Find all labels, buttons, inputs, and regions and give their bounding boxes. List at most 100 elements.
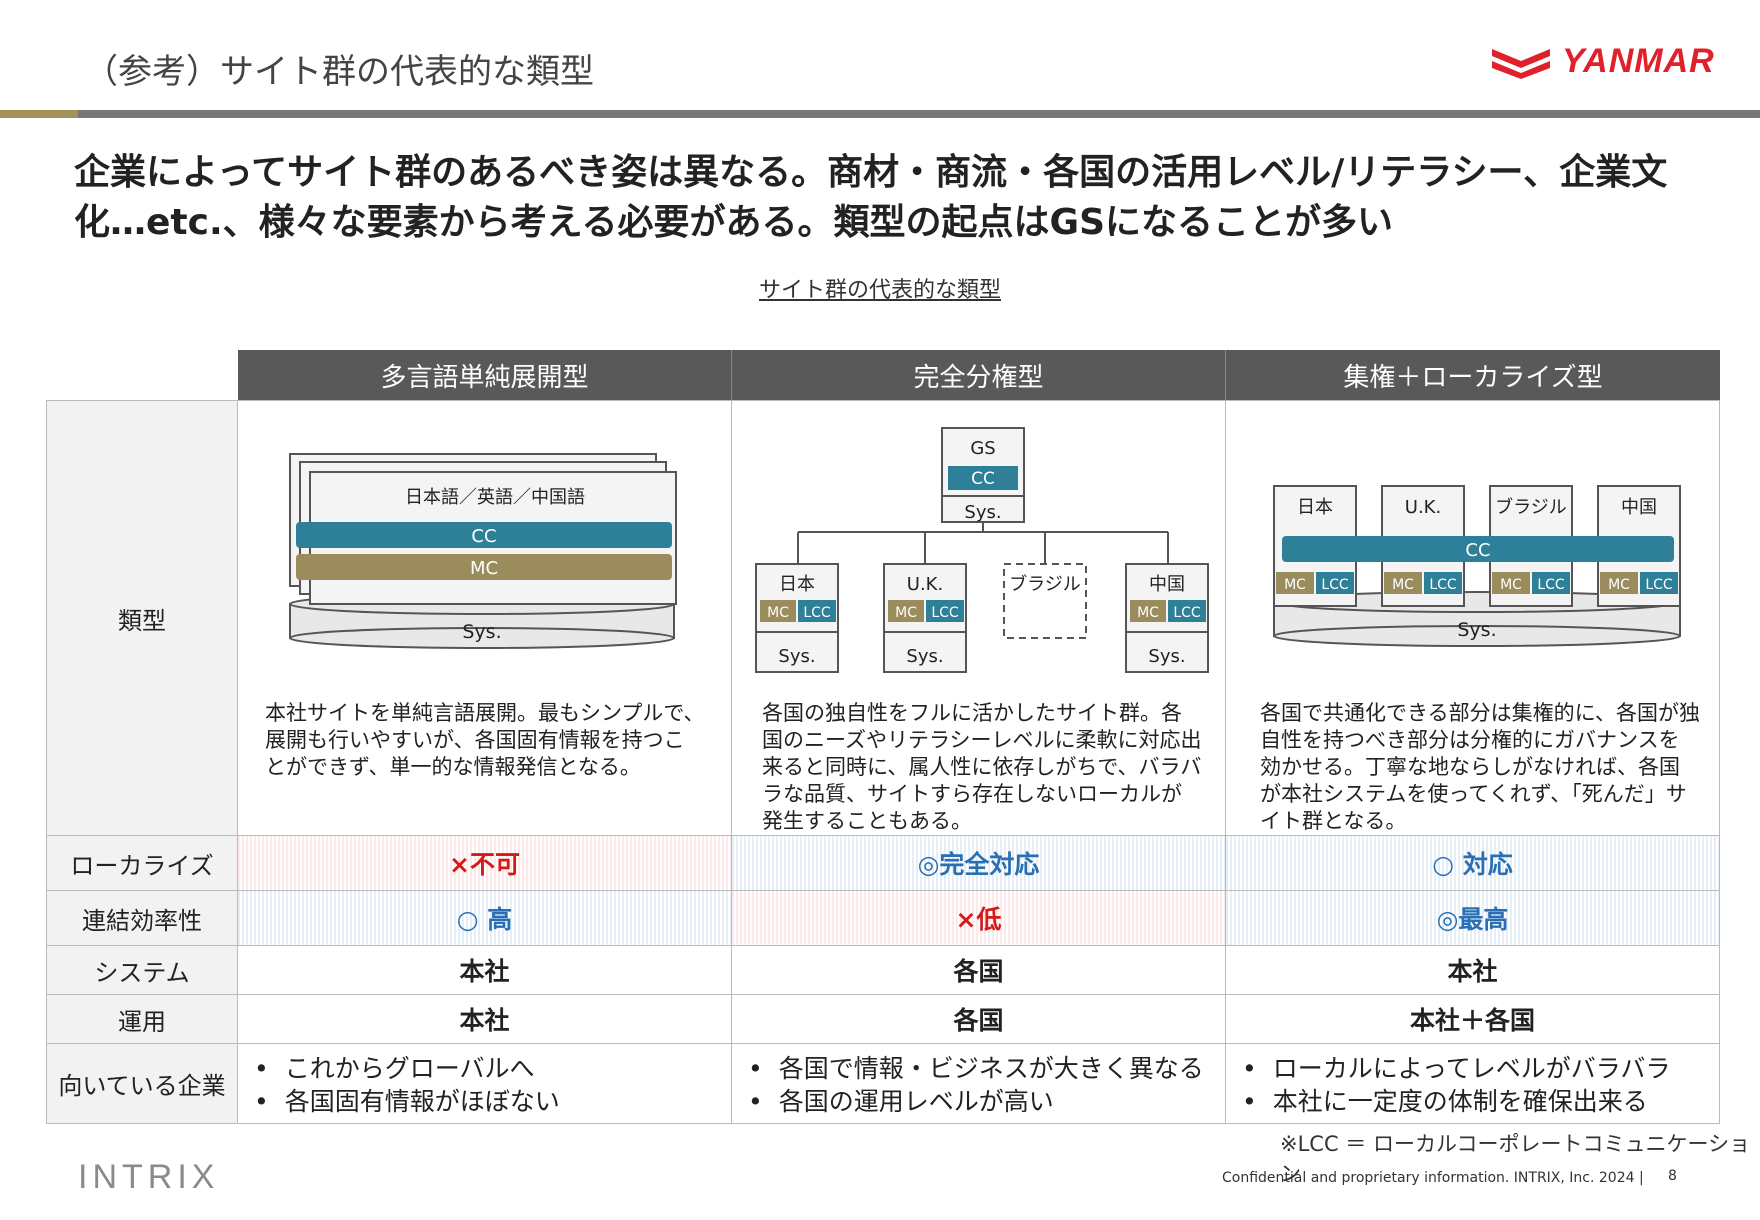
header-rule-accent bbox=[0, 110, 78, 118]
table-caption: サイト群の代表的な類型 bbox=[758, 278, 1001, 303]
efficiency-cell-3: ◎最高 bbox=[1226, 891, 1720, 946]
sys-label: Sys. bbox=[462, 621, 501, 643]
svg-text:Sys.: Sys. bbox=[1148, 646, 1185, 667]
localize-value-3: ○ 対応 bbox=[1432, 850, 1513, 879]
row-label-system: システム bbox=[46, 946, 238, 995]
description-2: 各国の独自性をフルに活かしたサイト群。各国のニーズやリテラシーレベルに柔軟に対応… bbox=[762, 701, 1202, 833]
list-item: これからグローバルへ bbox=[254, 1052, 560, 1085]
localize-cell-1: ×不可 bbox=[238, 836, 732, 891]
row-label-efficiency: 連結効率性 bbox=[46, 891, 238, 946]
svg-text:MC: MC bbox=[895, 605, 917, 621]
page-number: 8 bbox=[1668, 1168, 1677, 1184]
column-header-2: 完全分権型 bbox=[732, 350, 1226, 400]
cc-bar bbox=[296, 522, 672, 548]
list-item: ローカルによってレベルがバラバラ bbox=[1242, 1052, 1671, 1085]
confidential-notice: Confidential and proprietary information… bbox=[1222, 1170, 1644, 1186]
cc-label: CC bbox=[471, 526, 496, 547]
svg-text:中国: 中国 bbox=[1621, 497, 1657, 518]
description-3: 各国で共通化できる部分は集権的に、各国が独自性を持つべき部分は分権的にガバナンス… bbox=[1260, 701, 1700, 833]
type-cell-2 bbox=[732, 400, 1226, 836]
list-item: 各国の運用レベルが高い bbox=[748, 1085, 1204, 1118]
svg-text:日本: 日本 bbox=[779, 574, 815, 595]
fit-cell-1 bbox=[238, 1044, 732, 1124]
svg-text:中国: 中国 bbox=[1149, 574, 1185, 595]
list-item: 各国固有情報がほぼない bbox=[254, 1085, 560, 1118]
efficiency-cell-2: ×低 bbox=[732, 891, 1226, 946]
row-label-operation: 運用 bbox=[46, 995, 238, 1044]
svg-text:ブラジル: ブラジル bbox=[1009, 573, 1081, 595]
slide-title: （参考）サイト群の代表的な類型 bbox=[84, 52, 594, 92]
svg-text:Sys.: Sys. bbox=[778, 646, 815, 667]
svg-text:GS: GS bbox=[970, 438, 995, 459]
efficiency-value-2: ×低 bbox=[955, 905, 1002, 934]
connector-lines bbox=[797, 520, 1169, 564]
svg-text:ブラジル: ブラジル bbox=[1495, 496, 1567, 518]
svg-text:LCC: LCC bbox=[931, 605, 959, 621]
mc-bar bbox=[296, 554, 672, 580]
svg-text:LCC: LCC bbox=[1645, 577, 1673, 593]
column-header-3: 集権＋ローカライズ型 bbox=[1226, 350, 1720, 400]
efficiency-cell-1: ○ 高 bbox=[238, 891, 732, 946]
diagram-multilingual: Sys. 日本語／英語／中国語 CC MC bbox=[289, 453, 677, 649]
lcc-note: ※LCC ＝ ローカルコーポレートコミュニケーション bbox=[1280, 1132, 1751, 1186]
svg-text:MC: MC bbox=[1500, 577, 1522, 593]
intrix-logo: INTRIX bbox=[78, 1158, 220, 1196]
svg-text:Sys.: Sys. bbox=[964, 502, 1001, 523]
svg-text:日本: 日本 bbox=[1297, 497, 1333, 518]
svg-text:LCC: LCC bbox=[1321, 577, 1349, 593]
svg-text:LCC: LCC bbox=[1537, 577, 1565, 593]
fit-list-2: 各国で情報・ビジネスが大きく異なる 各国の運用レベルが高い bbox=[748, 1052, 1204, 1118]
shared-cc-bar bbox=[1282, 536, 1674, 562]
type-cell-3 bbox=[1226, 400, 1720, 836]
china-site: 中国 MC LCC Sys. bbox=[1125, 563, 1209, 673]
list-item: 本社に一定度の体制を確保出来る bbox=[1242, 1085, 1671, 1118]
row-label-type: 類型 bbox=[46, 400, 238, 836]
brazil-site-missing: ブラジル bbox=[1003, 563, 1087, 639]
svg-text:MC: MC bbox=[767, 605, 789, 621]
shared-cc-label: CC bbox=[1465, 540, 1490, 561]
svg-text:CC: CC bbox=[971, 469, 995, 489]
svg-text:LCC: LCC bbox=[1429, 577, 1457, 593]
fit-cell-2 bbox=[732, 1044, 1226, 1124]
language-label: 日本語／英語／中国語 bbox=[405, 487, 585, 508]
svg-text:U.K.: U.K. bbox=[1405, 497, 1441, 518]
system-cell-3: 本社 bbox=[1226, 946, 1720, 995]
svg-text:MC: MC bbox=[1608, 577, 1630, 593]
operation-cell-1: 本社 bbox=[238, 995, 732, 1044]
localize-value-2: ◎完全対応 bbox=[917, 850, 1040, 879]
type-cell-1 bbox=[238, 400, 732, 836]
column-header-1: 多言語単純展開型 bbox=[238, 350, 732, 400]
svg-text:U.K.: U.K. bbox=[907, 574, 943, 595]
svg-text:LCC: LCC bbox=[1173, 605, 1201, 621]
gs-site: GS CC Sys. bbox=[941, 427, 1025, 523]
localize-value-1: ×不可 bbox=[449, 850, 520, 879]
japan-site: 日本 MC LCC Sys. bbox=[755, 563, 839, 673]
description-1: 本社サイトを単純言語展開。最もシンプルで、展開も行いやすいが、各国固有情報を持つ… bbox=[265, 701, 705, 779]
svg-text:Sys.: Sys. bbox=[906, 646, 943, 667]
yanmar-logo-text: YANMAR bbox=[1562, 42, 1715, 80]
headline: 企業によってサイト群のあるべき姿は異なる。商材・商流・各国の活用レベル/リテラシ… bbox=[74, 152, 1668, 243]
diagram-decentralized: GS CC Sys. 日本 MC LCC Sys. U.K. MC LCC Sy… bbox=[755, 427, 1209, 673]
svg-text:LCC: LCC bbox=[803, 605, 831, 621]
localize-cell-3: ○ 対応 bbox=[1226, 836, 1720, 891]
diagram-centralized-localize: Sys. 日本 MC LCC U.K. MC LCC ブラジル MC LCC 中… bbox=[1273, 485, 1681, 647]
svg-text:MC: MC bbox=[1392, 577, 1414, 593]
localize-cell-2: ◎完全対応 bbox=[732, 836, 1226, 891]
mc-label: MC bbox=[470, 558, 498, 579]
yanmar-mark-icon bbox=[1492, 48, 1550, 79]
system-cell-2: 各国 bbox=[732, 946, 1226, 995]
svg-text:Sys.: Sys. bbox=[1457, 619, 1496, 641]
yanmar-logo: YANMAR bbox=[1490, 42, 1715, 81]
row-label-fit: 向いている企業 bbox=[46, 1044, 238, 1124]
fit-list-3: ローカルによってレベルがバラバラ 本社に一定度の体制を確保出来る bbox=[1242, 1052, 1671, 1118]
svg-text:MC: MC bbox=[1284, 577, 1306, 593]
operation-cell-2: 各国 bbox=[732, 995, 1226, 1044]
efficiency-value-1: ○ 高 bbox=[456, 905, 513, 934]
system-cell-1: 本社 bbox=[238, 946, 732, 995]
list-item: 各国で情報・ビジネスが大きく異なる bbox=[748, 1052, 1204, 1085]
svg-text:MC: MC bbox=[1137, 605, 1159, 621]
uk-site: U.K. MC LCC Sys. bbox=[883, 563, 967, 673]
sys-platform: Sys. bbox=[1273, 591, 1681, 647]
fit-list-1: これからグローバルへ 各国固有情報がほぼない bbox=[254, 1052, 560, 1118]
operation-cell-3: 本社＋各国 bbox=[1226, 995, 1720, 1044]
